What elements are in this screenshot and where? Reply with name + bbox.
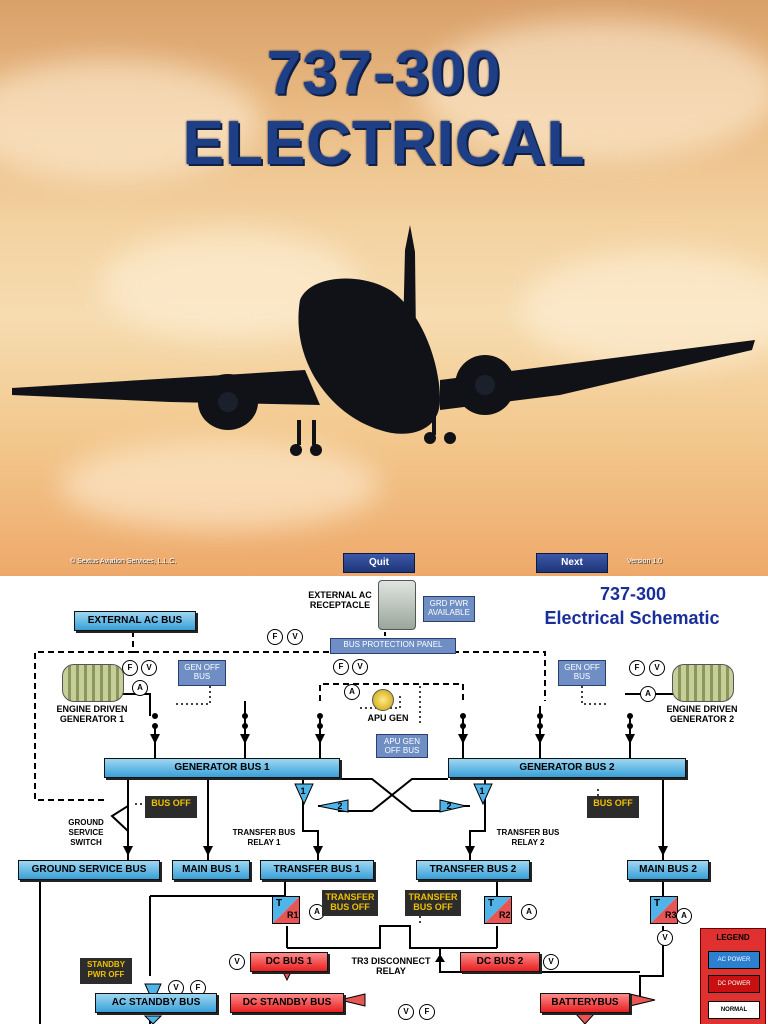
- engine-generator-2-label: ENGINE DRIVEN GENERATOR 2: [666, 704, 738, 724]
- ammeter: A: [132, 680, 148, 696]
- voltage-meter: V: [543, 954, 559, 970]
- legend-ac-power: AC POWER: [708, 951, 760, 969]
- relay-number: 2: [337, 801, 343, 811]
- ammeter: A: [640, 686, 656, 702]
- schematic-subtitle: Electrical Schematic: [544, 608, 720, 628]
- ground-service-switch-label: GROUND SERVICE SWITCH: [68, 818, 104, 847]
- frequency-meter: F: [267, 629, 283, 645]
- title-slide: 737-300 ELECTRICAL © Sextus Avia: [0, 0, 768, 576]
- apu-gen-label: APU GEN: [367, 713, 409, 723]
- airplane-illustration: [12, 225, 755, 456]
- main-bus-2[interactable]: MAIN BUS 2: [627, 860, 709, 880]
- generator-1-icon: [62, 664, 124, 702]
- receptacle-icon: [378, 580, 416, 630]
- electrical-schematic: 737-300 Electrical Schematic EXTERNAL AC…: [0, 576, 768, 1024]
- tr3-disconnect-relay-label: TR3 DISCONNECT RELAY: [351, 956, 431, 976]
- legend: LEGEND AC POWER DC POWER NORMAL: [700, 928, 766, 1024]
- gen-off-bus-light-2: GEN OFF BUS: [558, 660, 606, 686]
- slide-subtitle: ELECTRICAL: [182, 109, 586, 178]
- bus-off-light-2: BUS OFF: [587, 796, 639, 818]
- voltage-meter: V: [398, 1004, 414, 1020]
- schematic-wiring: [34, 624, 680, 1024]
- schematic-title: 737-300: [599, 584, 667, 604]
- voltage-meter: V: [141, 660, 157, 676]
- bus-off-light-1: BUS OFF: [145, 796, 197, 818]
- cloud-shape: [420, 20, 768, 160]
- voltage-meter: V: [168, 980, 184, 996]
- slide-title: 737-300: [266, 39, 502, 108]
- engine-generator-1-label: ENGINE DRIVEN GENERATOR 1: [56, 704, 128, 724]
- transfer-bus-1[interactable]: TRANSFER BUS 1: [260, 860, 374, 880]
- next-button[interactable]: Next: [536, 553, 608, 573]
- apu-gen-off-bus-light: APU GEN OFF BUS: [376, 734, 428, 758]
- dc-bus-1[interactable]: DC BUS 1: [250, 952, 328, 972]
- version-text: Version 1.0: [627, 558, 663, 565]
- transfer-bus-relay-1-label: TRANSFER BUS RELAY 1: [232, 828, 296, 847]
- battery-bus[interactable]: BATTERYBUS: [540, 993, 630, 1013]
- dc-bus-2[interactable]: DC BUS 2: [460, 952, 540, 972]
- gen-off-bus-light-1: GEN OFF BUS: [178, 660, 226, 686]
- generator-bus-2[interactable]: GENERATOR BUS 2: [448, 758, 686, 778]
- cloud-shape: [60, 440, 380, 530]
- ammeter: A: [676, 908, 692, 924]
- relay-number: 1: [300, 786, 306, 796]
- frequency-meter: F: [629, 660, 645, 676]
- generator-bus-1[interactable]: GENERATOR BUS 1: [104, 758, 340, 778]
- external-ac-receptacle-label: EXTERNAL AC RECEPTACLE: [308, 590, 372, 610]
- bus-protection-panel: BUS PROTECTION PANEL: [330, 638, 456, 654]
- ammeter: A: [309, 904, 325, 920]
- voltage-meter: V: [649, 660, 665, 676]
- frequency-meter: F: [419, 1004, 435, 1020]
- frequency-meter: F: [333, 659, 349, 675]
- standby-pwr-off-light: STANDBY PWR OFF: [80, 958, 132, 984]
- relay-number: 2: [446, 801, 452, 811]
- ground-service-bus[interactable]: GROUND SERVICE BUS: [18, 860, 160, 880]
- voltage-meter: V: [657, 930, 673, 946]
- legend-title: LEGEND: [716, 933, 750, 942]
- relay-number: 1: [479, 786, 485, 796]
- transfer-bus-off-light-2: TRANSFER BUS OFF: [405, 890, 461, 916]
- grd-pwr-available-light: GRD PWR AVAILABLE: [423, 596, 475, 622]
- transfer-bus-2[interactable]: TRANSFER BUS 2: [416, 860, 530, 880]
- apu-generator-icon: [372, 689, 394, 711]
- ammeter: A: [344, 684, 360, 700]
- dc-standby-bus[interactable]: DC STANDBY BUS: [230, 993, 344, 1013]
- frequency-meter: F: [122, 660, 138, 676]
- voltage-meter: V: [229, 954, 245, 970]
- copyright-text: © Sextus Aviation Services, L.L.C.: [70, 558, 177, 565]
- transfer-bus-relay-2-label: TRANSFER BUS RELAY 2: [496, 828, 560, 847]
- main-bus-1[interactable]: MAIN BUS 1: [172, 860, 250, 880]
- ac-standby-bus[interactable]: AC STANDBY BUS: [95, 993, 217, 1013]
- cloud-shape: [0, 60, 260, 180]
- voltage-meter: V: [352, 659, 368, 675]
- external-ac-bus[interactable]: EXTERNAL AC BUS: [74, 611, 196, 631]
- ammeter: A: [521, 904, 537, 920]
- transfer-bus-off-light-1: TRANSFER BUS OFF: [322, 890, 378, 916]
- quit-button[interactable]: Quit: [343, 553, 415, 573]
- voltage-meter: V: [287, 629, 303, 645]
- legend-normal: NORMAL: [708, 1001, 760, 1019]
- generator-2-icon: [672, 664, 734, 702]
- legend-dc-power: DC POWER: [708, 975, 760, 993]
